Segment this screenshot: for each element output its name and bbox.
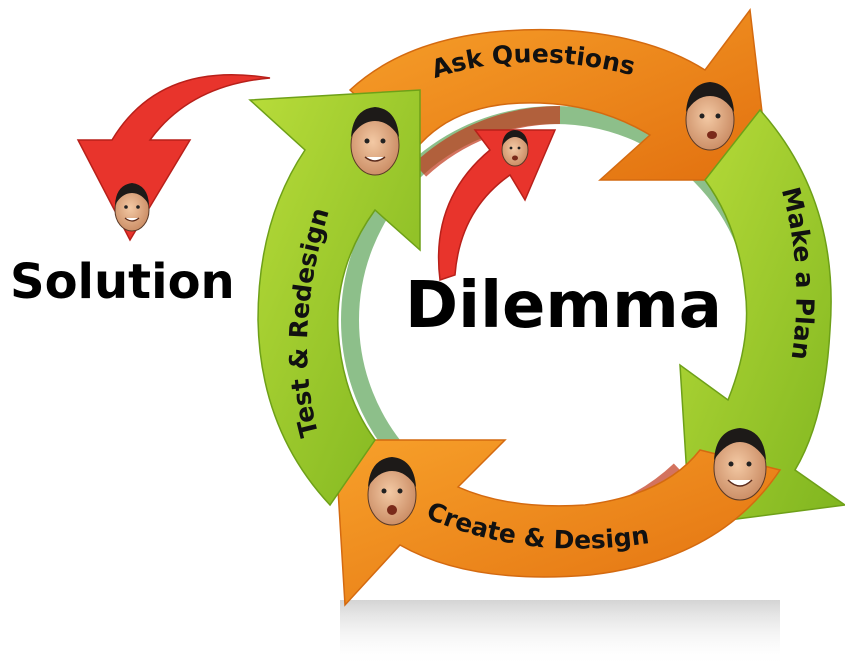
- dilemma-entry-arrow: [437, 129, 557, 282]
- solution-label: Solution: [10, 254, 235, 310]
- stage-make-a-plan: [679, 108, 845, 526]
- stage-ask-questions: [348, 8, 771, 181]
- stage-test-and-redesign: [248, 89, 421, 507]
- stage-create-and-design: [334, 439, 782, 607]
- dilemma-label: Dilemma: [405, 269, 722, 343]
- face-icon: [114, 183, 150, 232]
- floor-shadow: [340, 600, 780, 667]
- face-icon: [713, 428, 767, 501]
- face-icon: [501, 130, 529, 167]
- face-icon: [685, 82, 735, 151]
- face-icon: [367, 457, 417, 526]
- face-icon: [350, 107, 400, 176]
- solution-arrow: [76, 74, 271, 242]
